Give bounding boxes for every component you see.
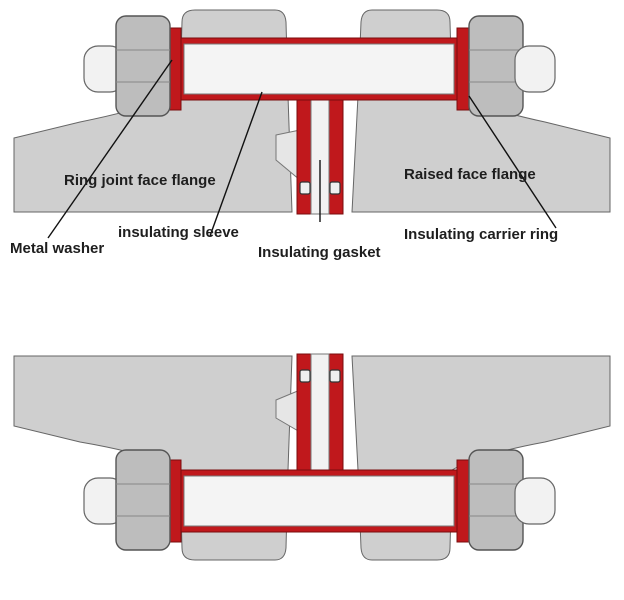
bolt-shank xyxy=(183,43,455,95)
gasket-seal-right xyxy=(329,181,341,195)
bottom-bolt-shank xyxy=(183,475,455,527)
label-ring-joint-face-flange: Ring joint face flange xyxy=(64,172,216,189)
leader-lines xyxy=(47,59,557,239)
label-metal-washer: Metal washer xyxy=(10,240,105,257)
label-insulating-carrier-ring: Insulating carrier ring xyxy=(404,226,559,243)
gasket-seal-left xyxy=(299,181,311,195)
label-raised-face-flange: Raised face flange xyxy=(404,166,536,183)
bottom-metal-washer-left xyxy=(168,459,182,543)
top-assembly xyxy=(13,9,611,215)
bottom-gasket-seal-left xyxy=(299,369,311,383)
bottom-assembly xyxy=(13,353,611,561)
bolt-end-right xyxy=(514,45,556,93)
label-insulating-sleeve: insulating sleeve xyxy=(118,224,239,241)
insulating-carrier-ring-left xyxy=(296,91,312,215)
bottom-bolt-end-right xyxy=(514,477,556,525)
nut-left xyxy=(115,15,171,117)
bottom-nut-left xyxy=(115,449,171,551)
bottom-gasket-seal-right xyxy=(329,369,341,383)
bottom-metal-washer-right xyxy=(456,459,470,543)
metal-washer-right xyxy=(456,27,470,111)
bottom-gasket-core xyxy=(310,353,330,479)
label-insulating-gasket: Insulating gasket xyxy=(258,244,381,261)
metal-washer-left xyxy=(168,27,182,111)
insulating-carrier-ring-right xyxy=(328,91,344,215)
